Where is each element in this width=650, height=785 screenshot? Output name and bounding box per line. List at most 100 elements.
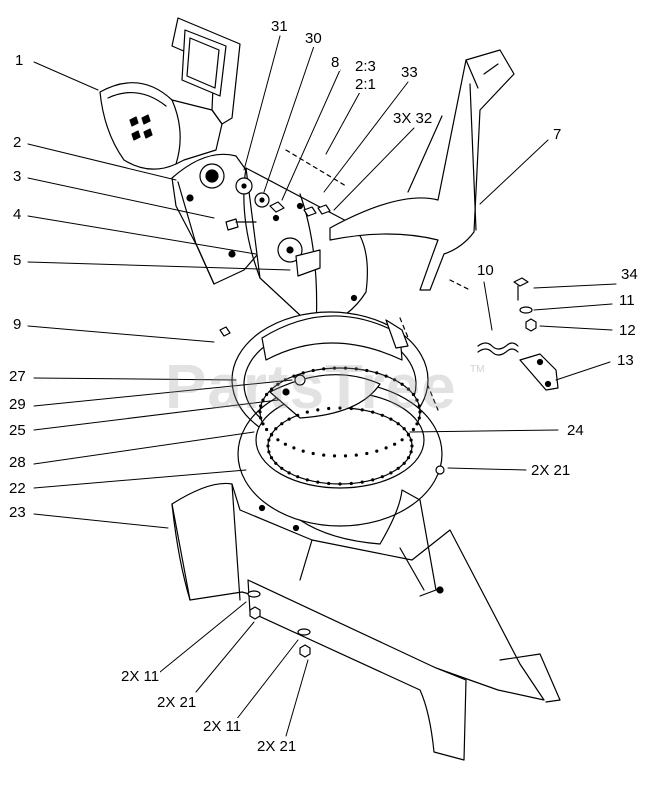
gear-tooth <box>287 417 291 421</box>
gear-tooth <box>311 451 315 456</box>
gear-tooth <box>259 404 263 408</box>
gear-tooth <box>406 432 411 436</box>
chute-adapter <box>243 167 368 331</box>
gear-tooth <box>409 438 413 442</box>
callout-11: 11 <box>618 292 636 309</box>
gear-tooth <box>417 404 421 408</box>
callout-2x21-b: 2X 21 <box>256 738 298 755</box>
gear-tooth <box>418 410 422 414</box>
bottom-fasteners <box>219 326 311 658</box>
gear-tooth <box>375 371 379 375</box>
gear-tooth <box>301 449 305 453</box>
callout-1: 1 <box>14 52 25 69</box>
gear-tooth <box>322 453 326 457</box>
gear-tooth <box>274 427 278 431</box>
gear-tooth <box>292 446 296 450</box>
gear-tooth <box>332 366 337 370</box>
blower-housing <box>171 482 561 761</box>
gear-tooth <box>396 422 400 426</box>
gear-tooth <box>287 471 291 475</box>
gear-tooth <box>265 392 269 397</box>
gear-tooth <box>338 406 342 410</box>
callout-24: 24 <box>566 422 585 439</box>
gear-tooth <box>365 451 369 456</box>
gear-tooth <box>276 382 280 386</box>
gear-tooth <box>265 427 269 432</box>
gear-tooth <box>380 413 384 417</box>
callout-9: 9 <box>12 316 23 333</box>
gear-tooth <box>332 454 337 458</box>
callout-22: 22 <box>8 480 27 497</box>
gear-tooth <box>327 481 331 486</box>
callout-30: 30 <box>304 30 323 47</box>
gear-tooth <box>327 406 331 411</box>
gear-tooth <box>343 366 348 370</box>
callout-4: 4 <box>12 206 23 223</box>
gear-tooth <box>311 368 315 373</box>
gear-tooth <box>365 368 369 373</box>
gear-tooth <box>259 416 263 420</box>
gear-tooth <box>400 438 404 442</box>
gear-tooth <box>301 371 305 375</box>
callout-5: 5 <box>12 252 23 269</box>
gear-tooth <box>402 461 406 465</box>
callout-ratio-2-1: 2:1 <box>354 76 377 93</box>
callout-23: 23 <box>8 504 27 521</box>
gear-tooth <box>316 408 320 412</box>
leader-lines <box>27 35 617 737</box>
gear-tooth <box>411 392 415 397</box>
gear-tooth <box>396 466 400 470</box>
watermark: PartsTree <box>165 353 457 422</box>
gear-tooth <box>296 413 300 417</box>
callout-ratio-2-3: 2:3 <box>354 58 377 75</box>
gear-tooth <box>400 382 404 386</box>
callout-29: 29 <box>8 396 27 413</box>
gear-tooth <box>402 427 406 431</box>
gear-tooth <box>349 481 353 486</box>
gear-tooth <box>349 406 353 411</box>
gear-tooth <box>316 480 320 484</box>
callout-8: 8 <box>330 54 341 71</box>
gear-tooth <box>360 408 364 412</box>
gear-tooth <box>406 387 410 391</box>
gear-tooth <box>354 367 358 371</box>
gear-tooth <box>276 438 280 442</box>
gear-tooth <box>354 453 358 457</box>
gear-tooth <box>270 387 274 391</box>
gear-tooth <box>393 442 397 446</box>
gear-tooth <box>296 475 300 479</box>
gear-tooth <box>269 432 274 436</box>
deflector-arm <box>329 49 515 291</box>
callout-7: 7 <box>552 126 563 143</box>
gear-tooth <box>274 461 278 465</box>
callout-25: 25 <box>8 422 27 439</box>
callout-2x21-a: 2X 21 <box>156 694 198 711</box>
gear-tooth <box>322 367 326 371</box>
gear-tooth <box>371 478 375 482</box>
gear-tooth <box>410 444 414 448</box>
gear-tooth <box>384 374 388 378</box>
gear-tooth <box>266 444 270 448</box>
callout-2x11-b: 2X 11 <box>202 718 243 735</box>
gear-tooth <box>415 398 419 402</box>
callout-12: 12 <box>618 322 637 339</box>
gear-tooth <box>389 417 393 421</box>
callout-10: 10 <box>476 262 495 279</box>
gear-tooth <box>283 442 287 446</box>
gear-tooth <box>292 374 296 378</box>
gear-tooth <box>305 478 309 482</box>
gear-tooth <box>411 427 415 432</box>
gear-tooth <box>375 449 379 453</box>
gear-tooth <box>380 475 384 479</box>
gear-tooth <box>389 471 393 475</box>
gear-tooth <box>280 466 284 470</box>
gear-tooth <box>267 450 271 454</box>
callout-2: 2 <box>12 134 23 151</box>
chute-hardware <box>225 177 331 277</box>
gear-tooth <box>371 410 375 414</box>
callout-34: 34 <box>620 266 639 283</box>
watermark-trademark: TM <box>470 364 485 375</box>
gear-tooth <box>417 416 421 420</box>
callout-31: 31 <box>270 18 289 35</box>
